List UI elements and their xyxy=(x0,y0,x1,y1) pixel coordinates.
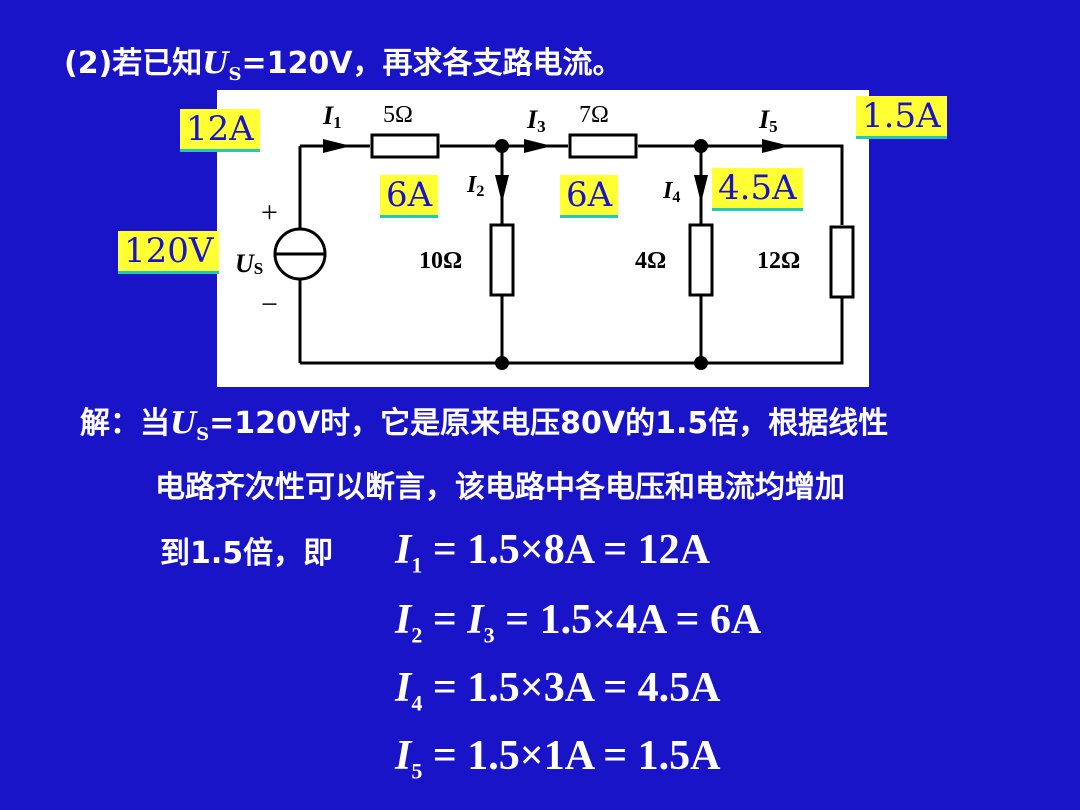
equation-i4: I4 = 1.5×3A = 4.5A xyxy=(395,665,721,716)
answer-tag-i1: 12A xyxy=(180,109,260,152)
slide-title: (2)若已知US=120V，再求各支路电流。 xyxy=(64,46,623,85)
r3-label: 7Ω xyxy=(579,102,609,128)
solution-line-3: 到1.5倍，即 xyxy=(160,536,334,571)
resistor-12ohm xyxy=(829,225,855,299)
circuit-diagram: 5Ω 7Ω 10Ω 4Ω 12Ω I1 I3 I5 I2 I4 + − US xyxy=(217,90,869,387)
answer-tag-us: 120V xyxy=(118,231,220,274)
junction-dot xyxy=(694,139,708,153)
junction-dot xyxy=(495,139,509,153)
answer-tag-i2: 6A xyxy=(380,175,439,218)
r5-label: 12Ω xyxy=(757,248,800,274)
arrow-i5-icon xyxy=(762,139,790,153)
minus-sign: − xyxy=(261,288,278,321)
equation-i1: I1 = 1.5×8A = 12A xyxy=(395,527,711,578)
equation-i5: I5 = 1.5×1A = 1.5A xyxy=(395,733,721,784)
r2-label: 10Ω xyxy=(419,248,462,274)
junction-dot xyxy=(495,356,509,370)
resistor-4ohm xyxy=(688,223,714,297)
r4-label: 4Ω xyxy=(635,248,666,274)
answer-tag-i4: 4.5A xyxy=(712,168,803,211)
resistor-5ohm xyxy=(370,133,440,159)
source-label: US xyxy=(235,249,263,278)
arrow-i3-icon xyxy=(524,139,552,153)
i5-label: I5 xyxy=(758,105,778,136)
equation-i2-i3: I2 = I3 = 1.5×4A = 6A xyxy=(395,597,762,648)
i4-label: I4 xyxy=(662,178,680,206)
answer-tag-i3: 6A xyxy=(560,175,619,218)
circuit-svg: 5Ω 7Ω 10Ω 4Ω 12Ω I1 I3 I5 I2 I4 + − US xyxy=(235,101,855,370)
plus-sign: + xyxy=(261,196,278,229)
r1-label: 5Ω xyxy=(383,102,413,128)
resistor-10ohm xyxy=(489,223,515,297)
arrow-i4-icon xyxy=(694,175,708,203)
junction-dot xyxy=(694,356,708,370)
i3-label: I3 xyxy=(526,105,546,136)
arrow-i1-icon xyxy=(323,139,351,153)
solution-line-2: 电路齐次性可以断言，该电路中各电压和电流均增加 xyxy=(155,470,845,505)
resistor-7ohm xyxy=(568,133,638,159)
i1-label: I1 xyxy=(322,101,342,132)
solution-line-1: 解：当US=120V时，它是原来电压80V的1.5倍，根据线性 xyxy=(80,406,889,445)
answer-tag-i5: 1.5A xyxy=(856,96,947,139)
arrow-i2-icon xyxy=(495,175,509,203)
i2-label: I2 xyxy=(466,172,484,200)
